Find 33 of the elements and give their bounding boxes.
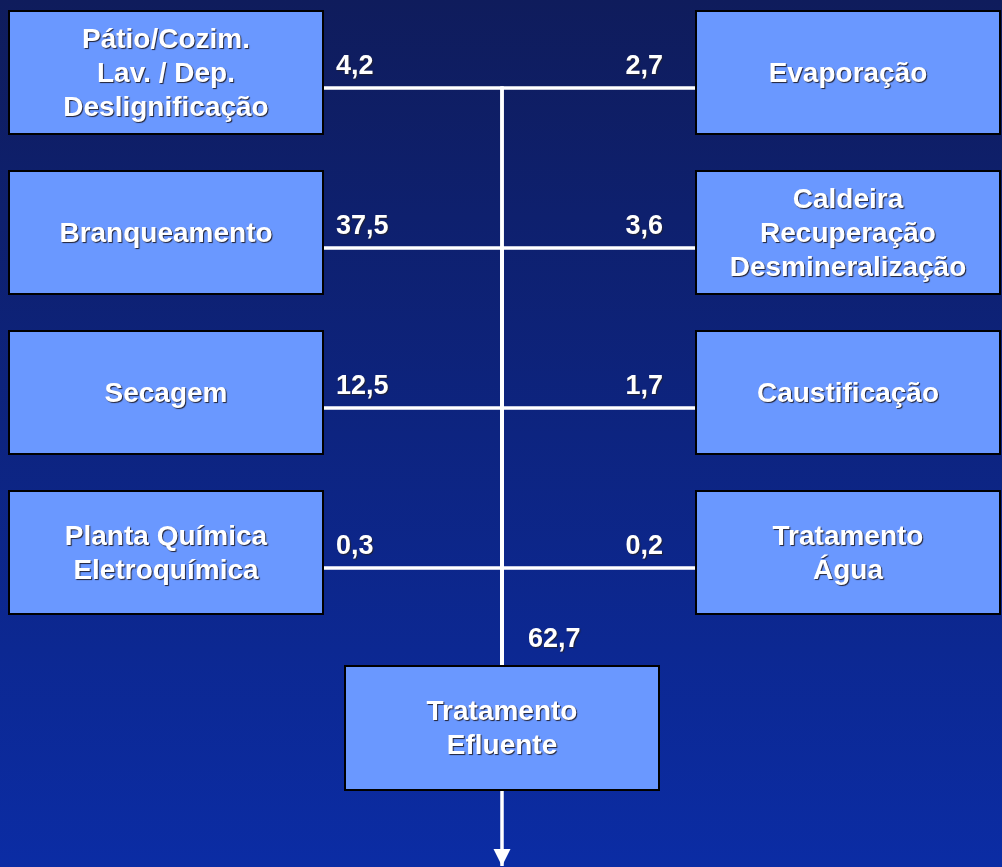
connector-line bbox=[500, 566, 695, 665]
process-box bbox=[695, 10, 1001, 135]
process-box bbox=[8, 490, 324, 615]
edge-label: 0,3 bbox=[336, 530, 374, 560]
process-box bbox=[8, 10, 324, 135]
box-label: Secagem bbox=[104, 375, 228, 410]
box-label: Pátio/Cozim. bbox=[82, 21, 250, 56]
box-label: Lav. / Dep. bbox=[97, 55, 235, 90]
edge-label: 3,6 bbox=[625, 210, 663, 240]
box-label: Tratamento Água bbox=[771, 518, 925, 587]
edge-label: 12,5 bbox=[336, 370, 389, 400]
box-label: Caldeira bbox=[792, 181, 904, 216]
box-label: Desmineralização bbox=[729, 249, 967, 284]
arrow bbox=[493, 791, 511, 866]
process-box bbox=[695, 330, 1001, 455]
box-label: Caustificação bbox=[756, 375, 940, 410]
box-label: Evaporação bbox=[768, 55, 928, 90]
edge-label: 0,2 bbox=[625, 530, 663, 560]
edge-label: 4,2 bbox=[336, 50, 374, 80]
box-label: Planta Química Eletroquímica bbox=[63, 518, 269, 587]
process-box bbox=[8, 170, 324, 295]
edge-label: 37,5 bbox=[336, 210, 389, 240]
edge-label: 2,7 bbox=[625, 50, 663, 80]
process-box bbox=[695, 490, 1001, 615]
box-label: Branqueamento bbox=[59, 215, 273, 250]
flow-total-label: 62,7 bbox=[528, 623, 581, 653]
edge-label: 1,7 bbox=[625, 370, 663, 400]
box-label: Recuperação bbox=[760, 215, 936, 250]
box-label: Tratamento Efluente bbox=[425, 694, 579, 762]
process-box bbox=[8, 330, 324, 455]
box-label: Deslignificação bbox=[63, 89, 269, 124]
process-box bbox=[344, 665, 660, 791]
process-box bbox=[695, 170, 1001, 295]
